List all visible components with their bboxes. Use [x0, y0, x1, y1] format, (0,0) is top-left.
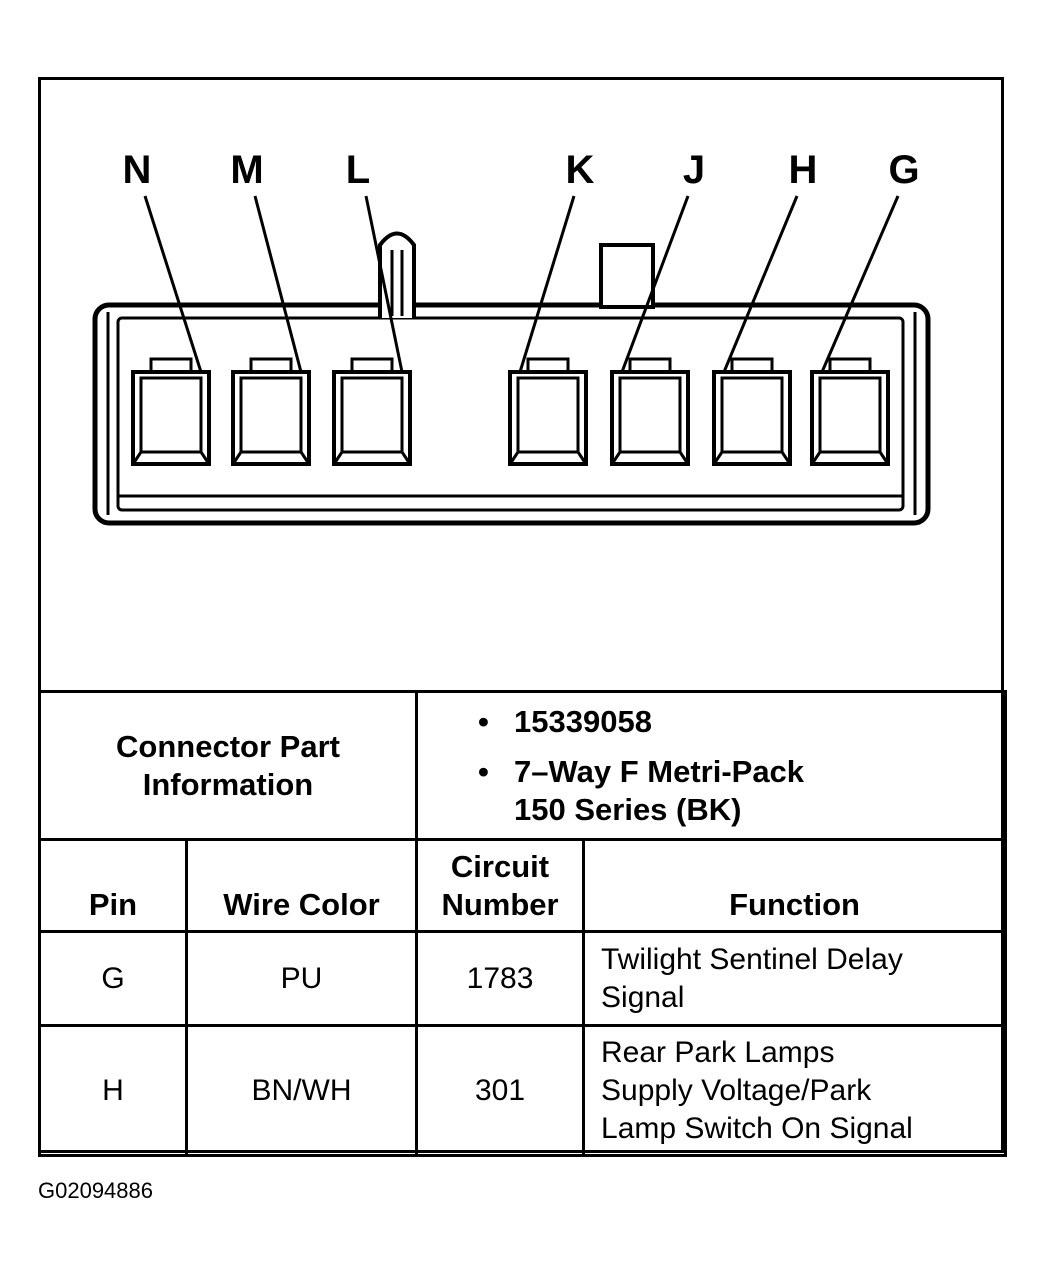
- table-row: H BN/WH 301 Rear Park Lamps Supply Volta…: [38, 1024, 1008, 1157]
- pin-label-j: J: [683, 148, 705, 192]
- function-line: Rear Park Lamps: [601, 1035, 835, 1069]
- bullet: •: [478, 703, 489, 739]
- leader-line-l: [364, 195, 404, 373]
- connector-face: [116, 316, 905, 512]
- connector-info-row: Connector Part Information • 15339058 • …: [37, 690, 1008, 841]
- table-row: G PU 1783 Twilight Sentinel Delay Signal: [38, 930, 1008, 1027]
- leader-line-g: [820, 195, 900, 373]
- header-wire-color: Wire Color: [184, 838, 419, 933]
- cell-circuit: 301: [415, 1024, 586, 1157]
- connector-info-label-line2: Information: [142, 766, 314, 802]
- pin-label-l: L: [346, 148, 370, 192]
- description-line1: 7–Way F Metri-Pack: [514, 753, 805, 789]
- pin-label-n: N: [123, 148, 152, 192]
- pin-label-k: K: [566, 148, 595, 192]
- terminal-cavity-j: [610, 357, 690, 466]
- bullet: •: [478, 753, 489, 789]
- cell-pin: H: [38, 1024, 188, 1157]
- leader-line-m: [253, 195, 303, 373]
- cell-wire-color: PU: [184, 930, 419, 1027]
- header-circuit-number: Circuit Number: [415, 838, 586, 933]
- terminal-cavity-l: [332, 357, 412, 466]
- connector-info-label: Connector Part Information: [37, 690, 419, 841]
- pin-label-m: M: [230, 148, 263, 192]
- header-circuit-line2: Number: [441, 887, 559, 922]
- alignment-key: [599, 243, 655, 309]
- cell-function: Rear Park Lamps Supply Voltage/Park Lamp…: [582, 1024, 1008, 1157]
- header-function: Function: [582, 838, 1008, 933]
- leader-line-j: [620, 195, 690, 373]
- column-header-row: Pin Wire Color Circuit Number Function: [38, 838, 1008, 933]
- terminal-cavity-n: [131, 357, 211, 466]
- function-line: Supply Voltage/Park: [601, 1073, 872, 1107]
- cell-function: Twilight Sentinel Delay Signal: [582, 930, 1008, 1027]
- function-line: Twilight Sentinel Delay: [601, 942, 903, 976]
- cell-pin: G: [38, 930, 188, 1027]
- figure-id: G02094886: [38, 1178, 153, 1203]
- header-circuit-line1: Circuit: [450, 849, 550, 884]
- locking-tab: [378, 231, 416, 318]
- pin-label-h: H: [789, 148, 818, 192]
- leader-line-k: [518, 195, 576, 373]
- pin-leader-lines: [143, 195, 900, 373]
- terminal-cavity-g: [810, 357, 890, 466]
- leader-line-n: [143, 195, 203, 373]
- header-pin: Pin: [38, 838, 188, 933]
- connector-info-values: • 15339058 • 7–Way F Metri-Pack 150 Seri…: [415, 690, 1008, 841]
- terminal-cavity-m: [231, 357, 311, 466]
- function-line: Signal: [601, 980, 685, 1014]
- leader-line-h: [722, 195, 799, 373]
- part-number-line: • 15339058: [478, 703, 1004, 741]
- description-line2: 150 Series (BK): [514, 791, 742, 827]
- terminal-cavity-h: [712, 357, 792, 466]
- terminal-cavity-k: [508, 357, 588, 466]
- pin-label-g: G: [888, 148, 919, 192]
- connector-info-label-line1: Connector Part: [116, 728, 340, 764]
- terminal-cavities: [131, 357, 890, 466]
- description-line: • 7–Way F Metri-Pack 150 Series (BK): [478, 753, 1004, 829]
- cell-circuit: 1783: [415, 930, 586, 1027]
- connector-spec-table: Connector Part Information • 15339058 • …: [37, 690, 1008, 1157]
- part-number: 15339058: [514, 703, 652, 739]
- function-line: Lamp Switch On Signal: [601, 1111, 913, 1145]
- cell-wire-color: BN/WH: [184, 1024, 419, 1157]
